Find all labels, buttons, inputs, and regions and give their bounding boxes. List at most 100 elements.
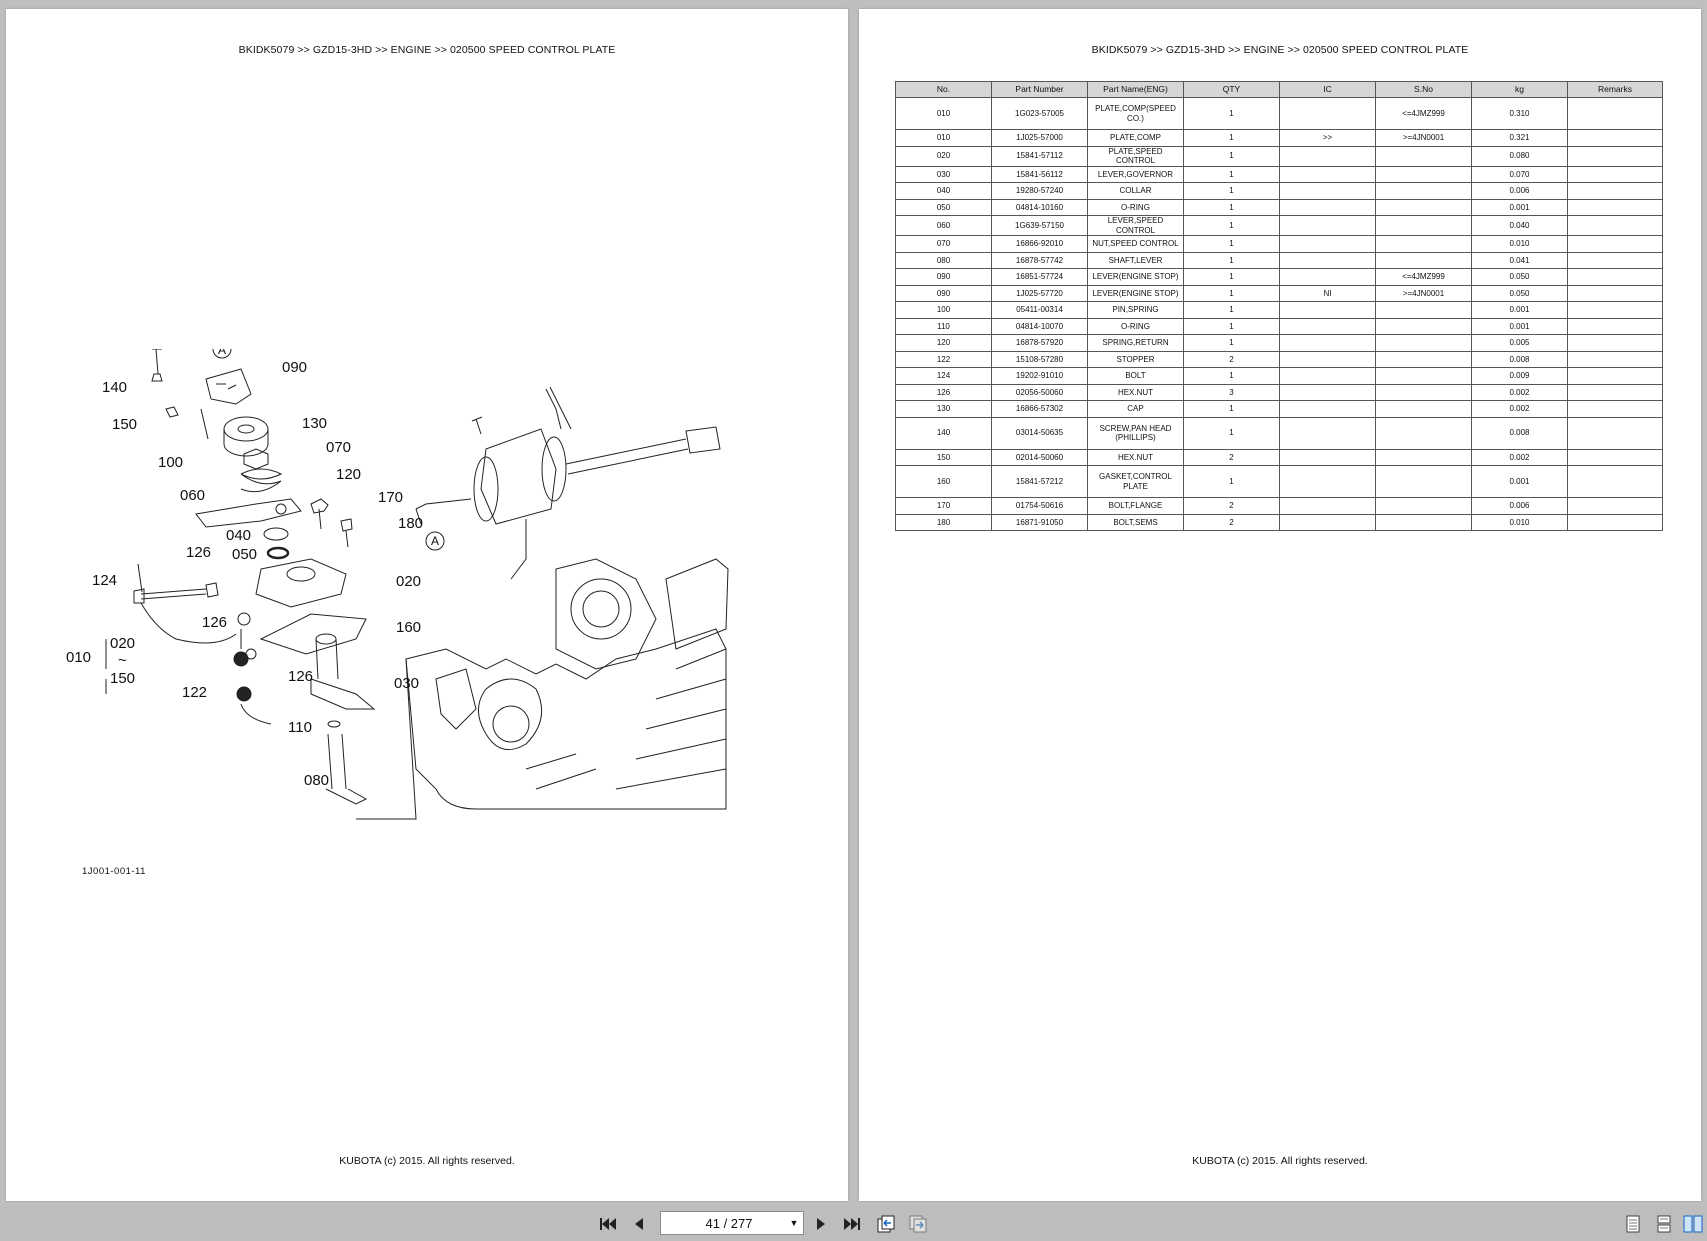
callout-030: 030 <box>394 675 419 692</box>
cell-remarks <box>1567 301 1663 319</box>
callout-122: 122 <box>182 684 207 701</box>
cell-kg: 0.001 <box>1471 317 1568 335</box>
cell-qty: 1 <box>1183 165 1280 183</box>
next-page-icon[interactable] <box>811 1214 831 1234</box>
facing-view-icon[interactable] <box>1683 1214 1703 1234</box>
page-number-field[interactable]: 41 / 277 ▼ <box>660 1211 804 1235</box>
chevron-down-icon[interactable]: ▼ <box>789 1218 799 1228</box>
cell-remarks <box>1567 317 1663 335</box>
cell-part-number: 02014-50060 <box>991 448 1088 466</box>
cell-part-number: 16866-57302 <box>991 400 1088 418</box>
cell-part-number: 1J025-57000 <box>991 129 1088 147</box>
cell-remarks <box>1567 97 1663 130</box>
cell-part-name: PLATE,SPEED CONTROL <box>1087 145 1184 167</box>
cell-part-name: COLLAR <box>1087 182 1184 200</box>
cell-part-name: O-RING <box>1087 317 1184 335</box>
cell-part-number: 16878-57920 <box>991 334 1088 352</box>
cell-sno: <=4JMZ999 <box>1375 97 1472 130</box>
cell-part-number: 15108-57280 <box>991 350 1088 368</box>
cell-ic <box>1279 145 1376 167</box>
cell-remarks <box>1567 198 1663 216</box>
cell-sno <box>1375 350 1472 368</box>
cell-no: 140 <box>895 416 992 450</box>
cell-no: 124 <box>895 367 992 385</box>
cell-kg: 0.005 <box>1471 334 1568 352</box>
go-back-view-icon[interactable] <box>876 1214 896 1234</box>
cell-part-name: SHAFT,LEVER <box>1087 251 1184 269</box>
cell-sno <box>1375 448 1472 466</box>
cell-part-name: PIN,SPRING <box>1087 301 1184 319</box>
cell-ic <box>1279 182 1376 200</box>
cell-qty: 1 <box>1183 301 1280 319</box>
cell-remarks <box>1567 268 1663 286</box>
callout-126-top: 126 <box>186 544 211 561</box>
single-page-view-icon[interactable] <box>1623 1214 1643 1234</box>
callout-150: 150 <box>112 416 137 433</box>
column-header-qty: QTY <box>1183 81 1280 98</box>
cell-part-name: BOLT <box>1087 367 1184 385</box>
cell-no: 090 <box>895 268 992 286</box>
cell-part-name: SCREW,PAN HEAD (PHILLIPS) <box>1087 416 1184 450</box>
page-indicator[interactable]: 41 / 277 <box>705 1215 753 1231</box>
callout-100: 100 <box>158 454 183 471</box>
cell-qty: 1 <box>1183 416 1280 450</box>
callout-124: 124 <box>92 572 117 589</box>
cell-sno <box>1375 198 1472 216</box>
callout-110: 110 <box>288 719 312 736</box>
cell-remarks <box>1567 367 1663 385</box>
callout-020: 020 <box>396 573 421 590</box>
cell-remarks <box>1567 145 1663 167</box>
cell-part-number: 15841-57112 <box>991 145 1088 167</box>
page-footer: KUBOTA (c) 2015. All rights reserved. <box>1192 1155 1368 1167</box>
go-forward-view-icon[interactable] <box>908 1214 928 1234</box>
cell-sno: >=4JN0001 <box>1375 129 1472 147</box>
first-page-icon[interactable] <box>598 1214 618 1234</box>
callout-160: 160 <box>396 619 421 636</box>
cell-sno <box>1375 367 1472 385</box>
continuous-view-icon[interactable] <box>1654 1214 1674 1234</box>
prev-page-icon[interactable] <box>629 1214 649 1234</box>
cell-qty: 1 <box>1183 317 1280 335</box>
cell-ic <box>1279 268 1376 286</box>
cell-ic <box>1279 416 1376 450</box>
cell-ic <box>1279 165 1376 183</box>
cell-qty: 1 <box>1183 129 1280 147</box>
cell-part-number: 04814-10160 <box>991 198 1088 216</box>
cell-kg: 0.008 <box>1471 416 1568 450</box>
cell-sno <box>1375 334 1472 352</box>
column-header-kg: kg <box>1471 81 1568 98</box>
cell-no: 050 <box>895 198 992 216</box>
cell-no: 080 <box>895 251 992 269</box>
cell-part-number: 16878-57742 <box>991 251 1088 269</box>
cell-remarks <box>1567 465 1663 498</box>
cell-kg: 0.009 <box>1471 367 1568 385</box>
cell-remarks <box>1567 350 1663 368</box>
cell-part-number: 02056-50060 <box>991 383 1088 401</box>
cell-kg: 0.010 <box>1471 235 1568 253</box>
cell-kg: 0.008 <box>1471 350 1568 368</box>
cell-ic <box>1279 235 1376 253</box>
cell-sno <box>1375 251 1472 269</box>
left-page: BKIDK5079 >> GZD15-3HD >> ENGINE >> 0205… <box>6 9 848 1201</box>
cell-sno <box>1375 182 1472 200</box>
cell-qty: 1 <box>1183 215 1280 236</box>
cell-part-number: 03014-50635 <box>991 416 1088 450</box>
last-page-icon[interactable] <box>842 1214 862 1234</box>
cell-sno <box>1375 497 1472 515</box>
cell-remarks <box>1567 383 1663 401</box>
cell-remarks <box>1567 284 1663 302</box>
cell-ic <box>1279 383 1376 401</box>
cell-part-name: LEVER(ENGINE STOP) <box>1087 284 1184 302</box>
